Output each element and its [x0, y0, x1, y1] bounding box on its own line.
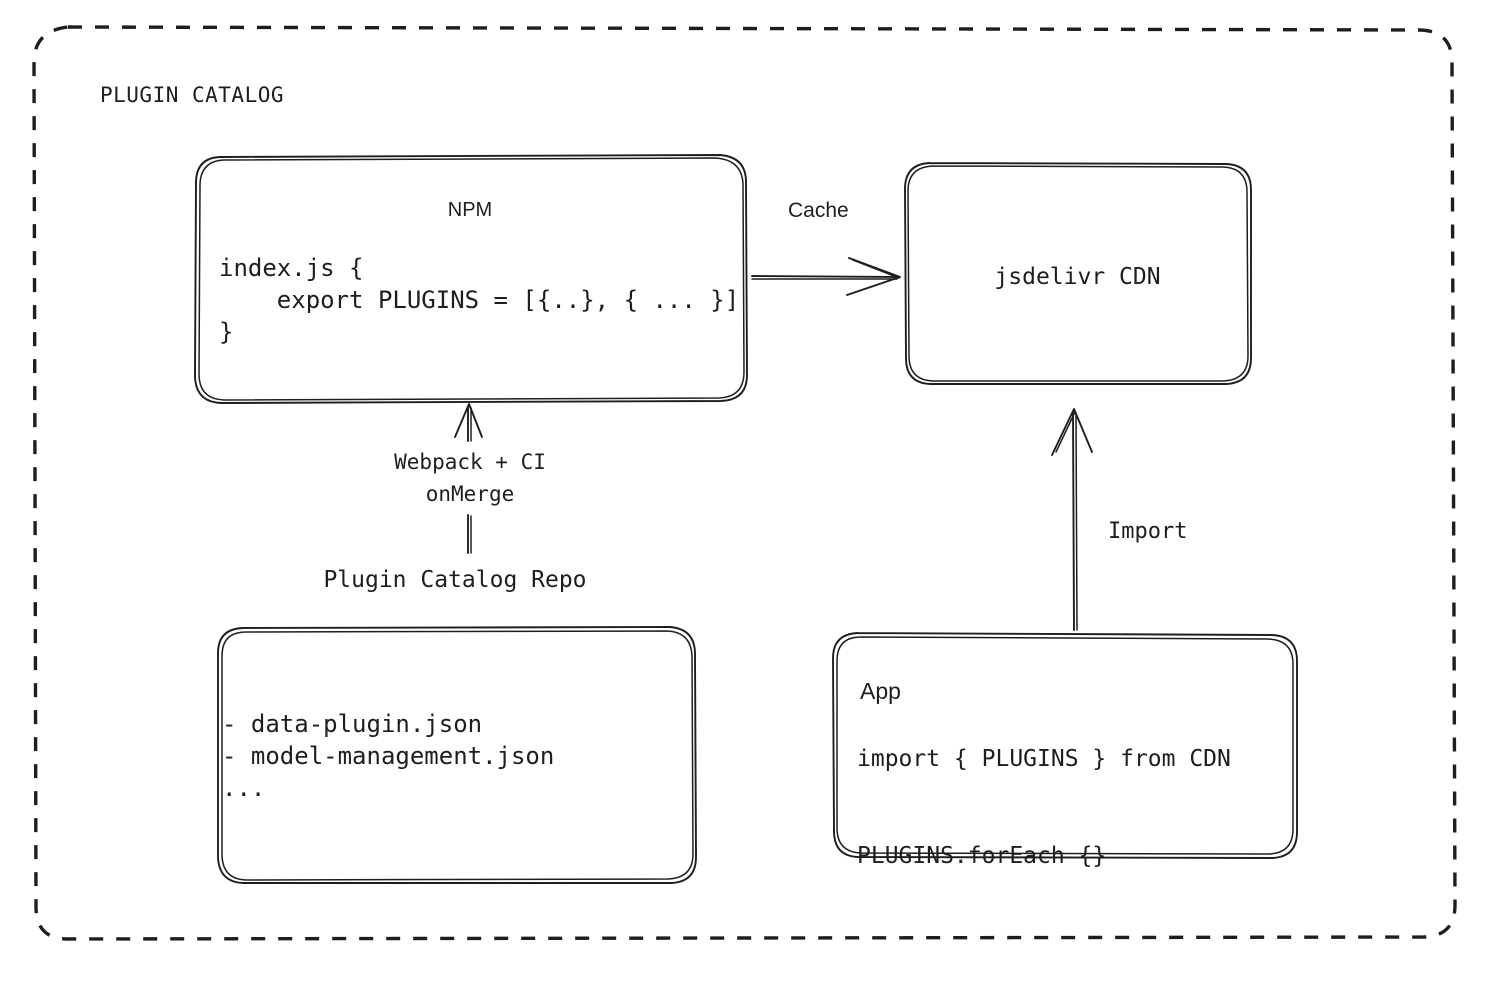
edge-label-webpack-ci: Webpack + CI onMerge — [394, 450, 546, 506]
edge-label-import: Import — [1108, 519, 1188, 544]
repo-node-caption: Plugin Catalog Repo — [323, 567, 587, 593]
edge-label-cache: Cache — [788, 199, 849, 222]
frame-title: PLUGIN CATALOG — [100, 83, 285, 107]
repo-node-files: - data-plugin.json - model-management.js… — [222, 710, 555, 803]
app-node-code: import { PLUGINS } from CDN PLUGINS.forE… — [857, 746, 1231, 869]
cdn-node-title: jsdelivr CDN — [994, 264, 1161, 290]
arrow-npm-to-cdn — [751, 257, 901, 296]
arrow-app-to-cdn — [1051, 408, 1093, 631]
app-node-title: App — [860, 678, 901, 704]
npm-node-title: NPM — [447, 199, 493, 221]
npm-node-code: index.js { export PLUGINS = [{..}, { ...… — [219, 254, 740, 346]
